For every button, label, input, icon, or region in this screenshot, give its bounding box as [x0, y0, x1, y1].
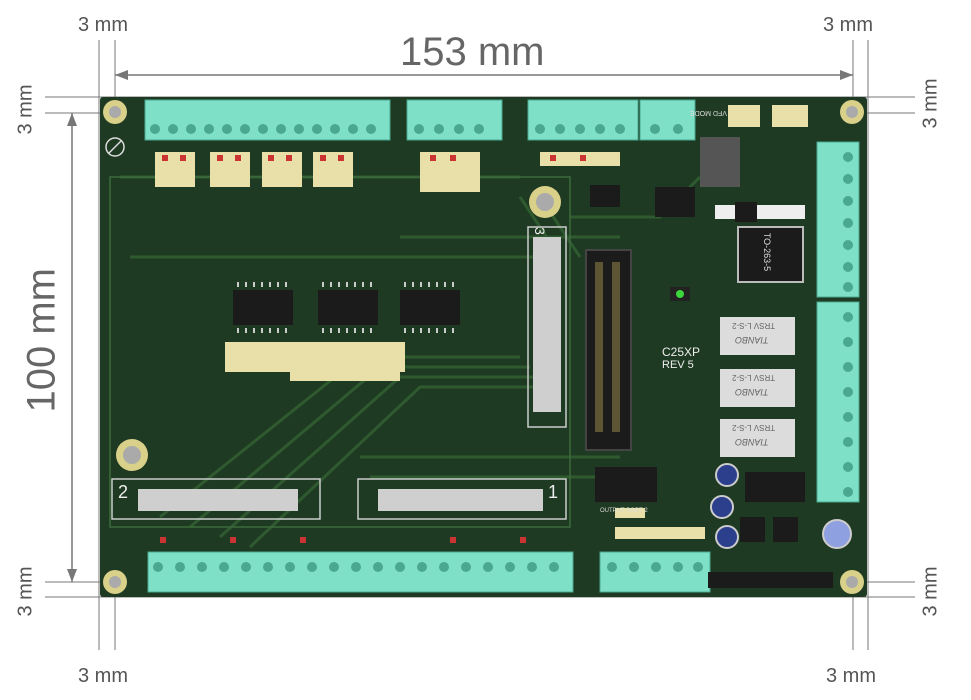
- header-1-connector: [357, 478, 567, 520]
- header-2-label: 2: [118, 482, 129, 502]
- header-1-label: 1: [548, 482, 559, 502]
- capacitor-2: [710, 495, 734, 519]
- margin-label-top-left: 3 mm: [78, 14, 128, 36]
- integrated-circuits: [233, 137, 833, 588]
- relay-2-label: TRSV L-S-2: [732, 373, 776, 382]
- margin-label-left-top: 3 mm: [14, 84, 37, 135]
- margin-label-top-right: 3 mm: [823, 14, 873, 36]
- margin-label-right-top: 3 mm: [919, 78, 942, 129]
- header-3-connector: [527, 226, 567, 428]
- header-2-connector: [111, 478, 321, 520]
- regulator-label: TO-263-5: [762, 232, 773, 272]
- bottom-terminal-blocks: [147, 551, 711, 593]
- relay-3-brand: TIANBO: [735, 437, 769, 447]
- header-3-label: 3: [531, 227, 548, 235]
- pb-free-logo: [105, 137, 125, 157]
- ic-pins: [237, 282, 454, 333]
- output-port-2-label: OUTPUT PORT 2: [600, 508, 648, 514]
- margin-label-right-bottom: 3 mm: [919, 566, 942, 617]
- relay-1-brand: TIANBO: [735, 335, 769, 345]
- height-dimension-label: 100 mm: [19, 268, 64, 413]
- smd-pads: [155, 152, 705, 539]
- capacitor-3: [715, 525, 739, 549]
- mounting-holes: [103, 100, 864, 594]
- vfd-mode-label: VFD MODE: [690, 109, 727, 116]
- potentiometer: [822, 519, 852, 549]
- relay-3-label: TRSV L-S-2: [732, 423, 776, 432]
- right-terminal-blocks: [816, 141, 860, 503]
- margin-label-bottom-left: 3 mm: [78, 665, 128, 687]
- relays: [720, 317, 795, 457]
- idc-connector: [585, 249, 632, 451]
- relay-1-label: TRSV L-S-2: [732, 321, 776, 330]
- regulator: [737, 226, 804, 283]
- smd-red-components: [160, 155, 586, 543]
- pcb-artwork: [103, 99, 864, 594]
- capacitor-1: [715, 463, 739, 487]
- pcb-board: C25XP REV 5 1 2 3 TO-263-5 VFD MODE OUTP…: [100, 97, 867, 597]
- board-revision-label: REV 5: [662, 359, 694, 371]
- top-terminal-blocks: [144, 99, 696, 141]
- width-dimension-label: 153 mm: [400, 30, 545, 74]
- board-model-label: C25XP: [662, 345, 701, 359]
- margin-label-left-bottom: 3 mm: [14, 566, 37, 617]
- jumper-headers: [728, 105, 808, 127]
- relay-2-brand: TIANBO: [735, 387, 769, 397]
- diode: [715, 205, 805, 219]
- margin-label-bottom-right: 3 mm: [826, 665, 876, 687]
